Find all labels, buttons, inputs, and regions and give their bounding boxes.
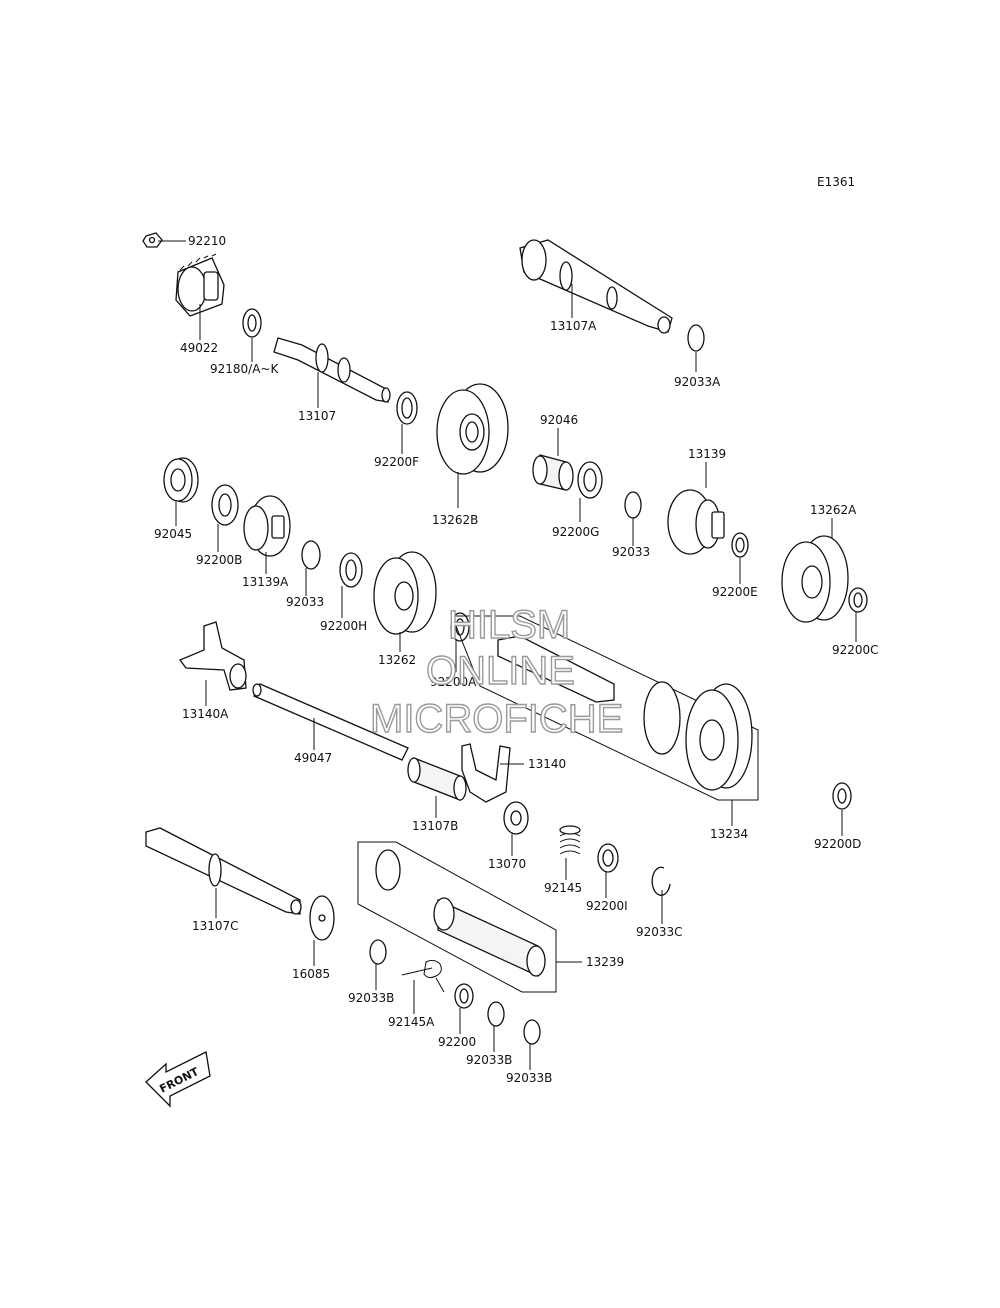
part-label: 92046 (540, 413, 578, 427)
washer-92200G-icon (577, 461, 603, 499)
part-label: 92033 (612, 545, 650, 559)
watermark-line1: HILSM (448, 603, 570, 647)
part-label: 92180/A~K (210, 362, 279, 376)
circlip-92033B-2-icon (487, 1001, 505, 1027)
leader-lines (158, 240, 857, 1070)
nut-92210-icon (142, 232, 163, 248)
part-label: 92033B (466, 1053, 512, 1067)
fork-13140-icon (461, 743, 511, 803)
watermark: HILSM ONLINE MICROFICHE (369, 602, 624, 741)
shaft-13107C-icon (145, 827, 302, 915)
part-label: 92200A (430, 675, 477, 689)
part-label: 92200 (438, 1035, 476, 1049)
diagram-code: E1361 (817, 175, 855, 189)
washer-92180-icon (242, 308, 262, 338)
circlip-92033C-icon (651, 866, 671, 896)
part-label: 13107B (412, 819, 458, 833)
part-label: 13234 (710, 827, 748, 841)
washer-92200I-icon (597, 843, 619, 873)
part-label: 92200D (814, 837, 861, 851)
part-label: 13262B (432, 513, 478, 527)
part-label: 92210 (188, 234, 226, 248)
part-label: 92200G (552, 525, 599, 539)
washer-92200D-icon (832, 782, 852, 810)
gear-13262B-icon (436, 383, 509, 475)
part-label: 13070 (488, 857, 526, 871)
holder-13070-icon (503, 801, 529, 835)
assembly-13234-box (451, 615, 759, 801)
part-label: 13262 (378, 653, 416, 667)
spring-92145-icon (559, 825, 581, 855)
gear-13262A-icon (781, 535, 849, 623)
part-label: 92200B (196, 553, 242, 567)
part-label: 49022 (180, 341, 218, 355)
bearing-92046-icon (532, 454, 574, 491)
circlip-92033B-icon (369, 939, 387, 965)
part-label: 92200I (586, 899, 628, 913)
part-label: 13239 (586, 955, 624, 969)
circlip-92033B-3-icon (523, 1019, 541, 1045)
watermark-line3: MICROFICHE (370, 697, 623, 741)
washer-92200E-icon (731, 532, 749, 558)
part-label: 92045 (154, 527, 192, 541)
part-label: 92033B (348, 991, 394, 1005)
watermark-line2: ONLINE (426, 649, 575, 693)
washer-92200B-icon (211, 484, 239, 526)
part-label: 13140 (528, 757, 566, 771)
rod-49047-icon (252, 683, 409, 761)
gear-49022-icon (175, 253, 225, 317)
part-label: 13262A (810, 503, 857, 517)
part-label: 92200H (320, 619, 367, 633)
gear-13139A-icon (243, 495, 291, 557)
part-label: 13140A (182, 707, 229, 721)
circlip-92033-icon (624, 491, 642, 519)
assembly-13239-box (357, 841, 557, 993)
part-label: 92200F (374, 455, 419, 469)
fork-13140A-icon (178, 621, 247, 691)
shaft-13107A-icon (519, 239, 673, 334)
gear-13262-icon (373, 551, 437, 635)
circlip-92033A-icon (687, 324, 705, 352)
gear-13139-icon (667, 489, 725, 555)
part-label: 92033C (636, 925, 683, 939)
part-label: 13139A (242, 575, 289, 589)
front-direction-arrow: FRONT (145, 1051, 211, 1108)
part-label: 92200C (832, 643, 879, 657)
bearing-92045-icon (163, 457, 199, 503)
part-label: 92200E (712, 585, 758, 599)
part-label: 13107A (550, 319, 597, 333)
part-label: 13107 (298, 409, 336, 423)
spring-92145A-icon (401, 959, 445, 993)
part-label: 92033A (674, 375, 721, 389)
shaft-13107-icon (273, 337, 391, 403)
washer-92200C-icon (848, 587, 868, 613)
circlip-92033-left-icon (301, 540, 321, 570)
part-label: 92145 (544, 881, 582, 895)
part-label: 92145A (388, 1015, 435, 1029)
sleeve-13107B-icon (407, 757, 467, 801)
sprocket-16085-icon (309, 895, 335, 941)
part-label: 13139 (688, 447, 726, 461)
part-label: 92033 (286, 595, 324, 609)
washer-92200H-icon (339, 552, 363, 588)
part-label: 13107C (192, 919, 239, 933)
washer-92200F-icon (396, 391, 418, 425)
part-labels: 92210 49022 92180/A~K 13107 92200F 13262… (154, 234, 879, 1085)
part-label: 49047 (294, 751, 332, 765)
part-label: 92033B (506, 1071, 552, 1085)
washer-92200-icon (454, 983, 474, 1009)
part-label: 16085 (292, 967, 330, 981)
